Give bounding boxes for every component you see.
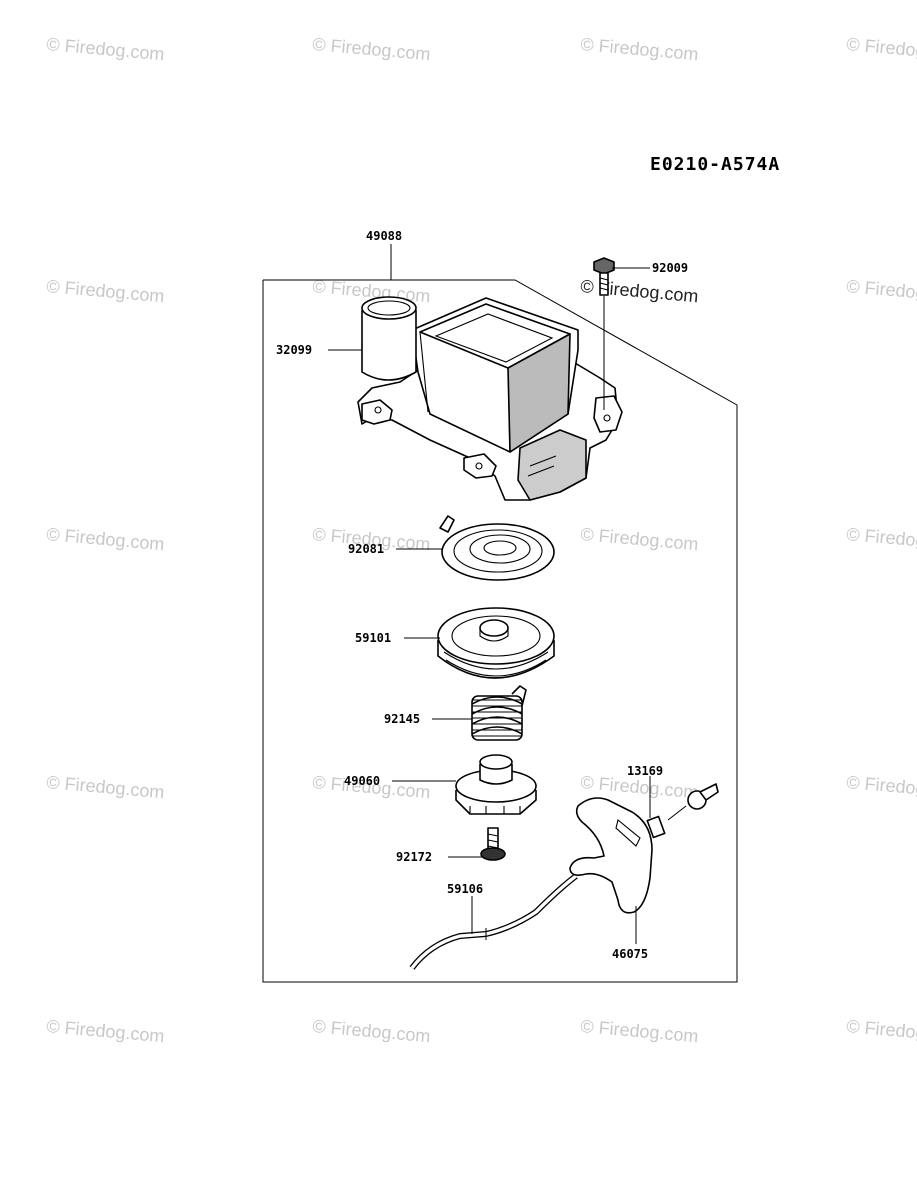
assembly-frame: [262, 279, 738, 983]
watermark-dark: © Firedog.com: [580, 276, 700, 306]
bolt-92009: [593, 257, 615, 410]
part-label-46075: 46075: [612, 947, 648, 961]
watermark: © Firedog.com: [312, 1016, 432, 1046]
watermark: © Firedog.com: [846, 1016, 917, 1046]
coil-spring: [471, 685, 527, 741]
part-label-92172: 92172: [396, 850, 432, 864]
reel-pulley: [437, 607, 555, 679]
recoil-housing: [357, 297, 623, 501]
part-label-49088: 49088: [366, 229, 402, 243]
watermark: © Firedog.com: [46, 276, 166, 306]
watermark: © Firedog.com: [846, 772, 917, 802]
watermark: © Firedog.com: [312, 34, 432, 64]
watermark: © Firedog.com: [846, 276, 917, 306]
starter-handle: [569, 797, 653, 914]
watermark: © Firedog.com: [46, 34, 166, 64]
watermark: © Firedog.com: [580, 524, 700, 554]
watermark: © Firedog.com: [46, 1016, 166, 1046]
leader-lines: [328, 244, 651, 944]
part-label-13169: 13169: [627, 764, 663, 778]
spiral-spring: [439, 515, 555, 581]
part-labels: 49088 92009 32099 92081 59101 92145 4906…: [276, 229, 688, 961]
part-label-59101: 59101: [355, 631, 391, 645]
screw-92172: [480, 827, 506, 861]
watermark: © Firedog.com: [846, 524, 917, 554]
watermark: © Firedog.com: [846, 34, 917, 64]
watermark: © Firedog.com: [580, 34, 700, 64]
part-label-92009: 92009: [652, 261, 688, 275]
part-label-49060: 49060: [344, 774, 380, 788]
tube-sleeve: [361, 296, 417, 381]
diagram-code: E0210-A574A: [650, 154, 780, 175]
starter-rope: [409, 873, 578, 970]
part-label-59106: 59106: [447, 882, 483, 896]
rope-clip: [646, 783, 719, 839]
ratchet: [455, 754, 537, 815]
watermark: © Firedog.com: [580, 1016, 700, 1046]
part-label-32099: 32099: [276, 343, 312, 357]
part-label-92145: 92145: [384, 712, 420, 726]
part-label-92081: 92081: [348, 542, 384, 556]
watermark: © Firedog.com: [46, 772, 166, 802]
watermark: © Firedog.com: [46, 524, 166, 554]
